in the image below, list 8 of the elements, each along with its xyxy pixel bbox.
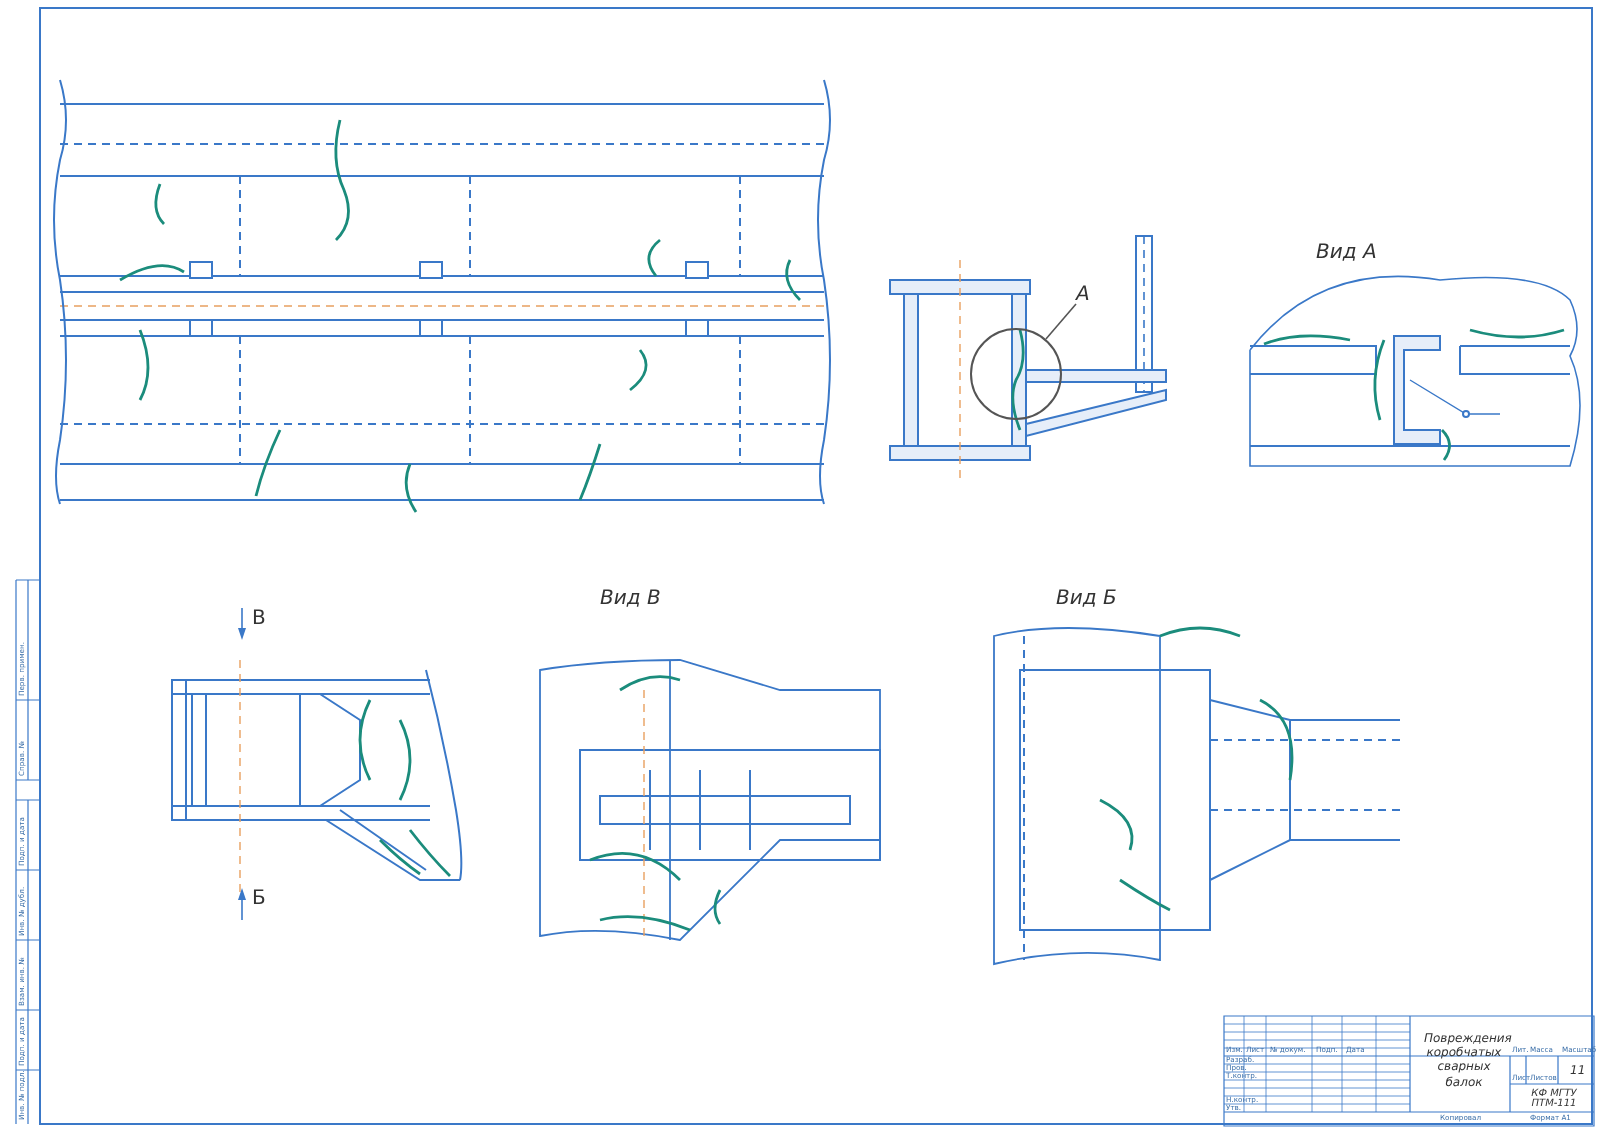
view-letter: Б — [252, 890, 266, 910]
view-title: Вид А — [1316, 244, 1377, 264]
view-title: Вид В — [600, 590, 661, 610]
view-letter: В — [252, 610, 266, 630]
view-callout-letter: А — [1076, 286, 1090, 306]
leader-line — [1045, 303, 1077, 340]
detail-circle — [970, 328, 1062, 420]
view-title: Вид Б — [1056, 590, 1117, 610]
